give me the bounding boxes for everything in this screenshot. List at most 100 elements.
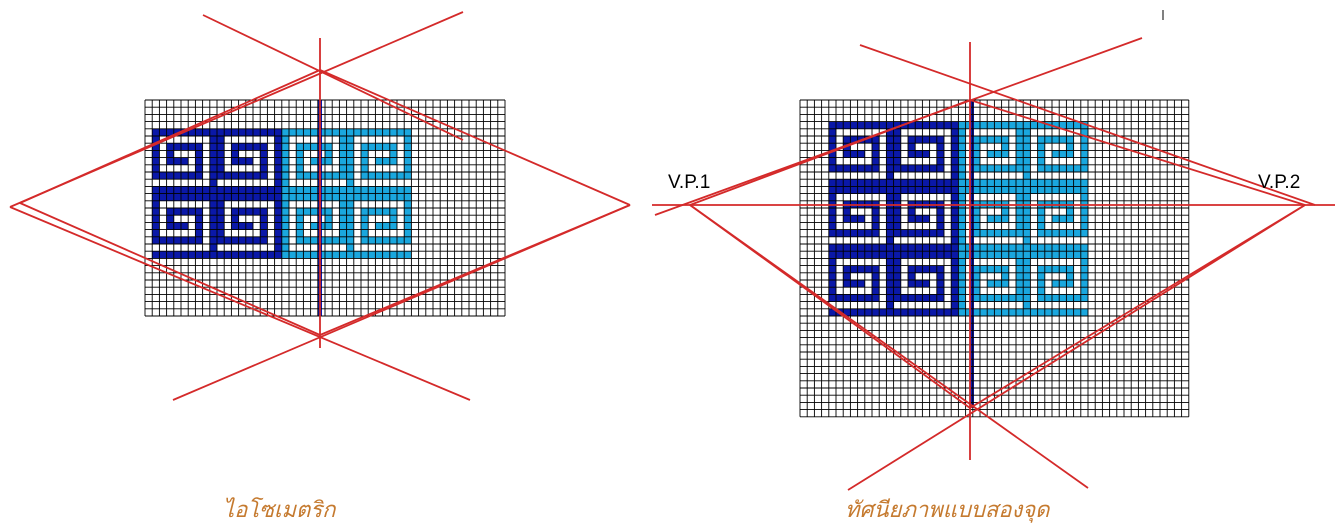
perspective-pattern-cell	[1066, 272, 1074, 280]
perspective-pattern-cell	[1073, 229, 1081, 237]
perspective-pattern-cell	[886, 308, 894, 316]
isometric-pattern-cell	[339, 200, 347, 208]
perspective-pattern-cell	[1023, 128, 1031, 136]
isometric-pattern-cell	[181, 236, 189, 244]
isometric-pattern-cell	[181, 172, 189, 180]
perspective-pattern-cell	[908, 136, 916, 144]
perspective-pattern-cell	[1016, 308, 1024, 316]
isometric-pattern-cell	[361, 150, 369, 158]
perspective-pattern-cell	[1066, 244, 1074, 252]
isometric-pattern-cell	[217, 222, 225, 230]
isometric-pattern-cell	[375, 251, 383, 259]
isometric-pattern-cell	[152, 150, 160, 158]
isometric-pattern-cell	[202, 193, 210, 201]
perspective-pattern-cell	[1001, 251, 1009, 259]
isometric-pattern-cell	[389, 143, 397, 151]
isometric-pattern-cell	[368, 251, 376, 259]
perspective-pattern-cell	[1016, 265, 1024, 273]
isometric-pattern-cell	[209, 128, 217, 136]
perspective-pattern-cell	[886, 215, 894, 223]
isometric-pattern-cell	[238, 128, 246, 136]
perspective-pattern-cell	[893, 222, 901, 230]
perspective-pattern-cell	[1066, 265, 1074, 273]
perspective-pattern-cell	[1080, 208, 1088, 216]
perspective-pattern-cell	[872, 143, 880, 151]
isometric-pattern-cell	[209, 136, 217, 144]
perspective-pattern-cell	[828, 128, 836, 136]
perspective-pattern-cell	[1080, 222, 1088, 230]
isometric-pattern-cell	[173, 143, 181, 151]
isometric-pattern-cell	[289, 186, 297, 194]
perspective-pattern-cell	[936, 157, 944, 165]
isometric-pattern-cell	[361, 193, 369, 201]
perspective-pattern-cell	[1080, 186, 1088, 194]
perspective-pattern-cell	[922, 164, 930, 172]
perspective-pattern-cell	[1023, 164, 1031, 172]
perspective-pattern-cell	[1044, 186, 1052, 194]
perspective-pattern-cell	[1008, 179, 1016, 187]
perspective-pattern-cell	[951, 229, 959, 237]
perspective-pattern-cell	[1066, 251, 1074, 259]
perspective-pattern-cell	[936, 308, 944, 316]
isometric-pattern-cell	[346, 164, 354, 172]
isometric-pattern-cell	[375, 128, 383, 136]
perspective-pattern-cell	[828, 294, 836, 302]
perspective-pattern-cell	[958, 280, 966, 288]
isometric-pattern-cell	[346, 157, 354, 165]
perspective-pattern-cell	[1052, 136, 1060, 144]
perspective-pattern-cell	[893, 143, 901, 151]
perspective-pattern-cell	[1080, 193, 1088, 201]
isometric-pattern-cell	[332, 128, 340, 136]
isometric-pattern-cell	[217, 236, 225, 244]
isometric-pattern-cell	[209, 222, 217, 230]
isometric-pattern-cell	[274, 251, 282, 259]
perspective-pattern-cell	[1080, 280, 1088, 288]
perspective-pattern-cell	[936, 121, 944, 129]
perspective-pattern-cell	[972, 179, 980, 187]
perspective-pattern-cell	[980, 136, 988, 144]
isometric-pattern-cell	[281, 200, 289, 208]
isometric-pattern-cell	[339, 236, 347, 244]
isometric-pattern-cell	[397, 236, 405, 244]
isometric-pattern-cell	[325, 208, 333, 216]
perspective-pattern-cell	[843, 164, 851, 172]
isometric-pattern-cell	[245, 172, 253, 180]
perspective-pattern-cell	[893, 294, 901, 302]
perspective-pattern-cell	[1059, 280, 1067, 288]
isometric-pattern-cell	[231, 128, 239, 136]
perspective-pattern-cell	[908, 215, 916, 223]
perspective-construction-lines	[652, 37, 1335, 491]
perspective-pattern-cells	[828, 100, 1088, 408]
isometric-pattern-cell	[310, 251, 318, 259]
perspective-pattern-cell	[944, 121, 952, 129]
isometric-pattern-cell	[310, 193, 318, 201]
isometric-pattern-cell	[332, 236, 340, 244]
isometric-pattern-cell	[389, 251, 397, 259]
isometric-pattern-cell	[281, 193, 289, 201]
isometric-pattern-cell	[389, 215, 397, 223]
perspective-pattern-cell	[1080, 128, 1088, 136]
isometric-pattern-cell	[274, 236, 282, 244]
perspective-pattern-cell	[1016, 229, 1024, 237]
perspective-pattern-cell	[886, 150, 894, 158]
isometric-pattern-cell	[296, 251, 304, 259]
isometric-pattern-cell	[281, 150, 289, 158]
isometric-pattern-cell	[281, 251, 289, 259]
perspective-pattern-cell	[1037, 244, 1045, 252]
perspective-pattern-cell	[951, 222, 959, 230]
isometric-pattern-cell	[303, 172, 311, 180]
isometric-pattern-cell	[231, 193, 239, 201]
perspective-pattern-cell	[893, 164, 901, 172]
perspective-construction-line	[847, 204, 1306, 491]
isometric-pattern-cell	[209, 186, 217, 194]
perspective-pattern-cell	[857, 280, 865, 288]
perspective-pattern-cell	[1073, 164, 1081, 172]
isometric-pattern-cell	[361, 186, 369, 194]
perspective-pattern-cell	[929, 179, 937, 187]
isometric-pattern-cell	[404, 229, 412, 237]
isometric-pattern-cell	[361, 164, 369, 172]
perspective-pattern-cell	[893, 150, 901, 158]
isometric-pattern-cell	[346, 143, 354, 151]
isometric-grid	[144, 99, 506, 317]
vanishing-point-1-label: V.P.1	[668, 172, 711, 193]
